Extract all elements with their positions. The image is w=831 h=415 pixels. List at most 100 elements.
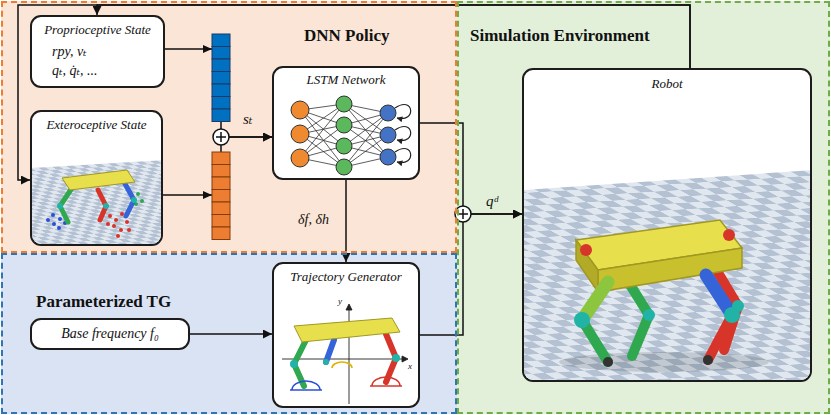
scan-points: [127, 228, 131, 232]
plot-axes: [346, 304, 352, 310]
connector-arrow: [190, 333, 272, 335]
robot-body: [580, 244, 592, 256]
extero-feature-vector: [212, 202, 230, 215]
box-title: Robot: [651, 76, 682, 92]
scan-points: [52, 222, 56, 226]
process-box: Robot: [522, 68, 812, 382]
foot-trajectories: [372, 377, 400, 386]
network-units: [380, 149, 396, 165]
scan-points: [58, 217, 62, 221]
scan-points: [120, 212, 124, 216]
recurrent-loops: [395, 127, 411, 141]
robot-joints: [574, 312, 590, 328]
robot-joints: [392, 354, 400, 362]
proprio-feature-vector: [212, 109, 230, 122]
process-box: LSTM Network: [272, 66, 420, 180]
extero-feature-vector: [212, 152, 230, 165]
extero-feature-vector: [212, 215, 230, 228]
robot-joints: [57, 203, 63, 209]
signal-label: δf, δh: [298, 212, 329, 229]
scan-points: [57, 226, 61, 230]
network-units: [380, 127, 396, 143]
scan-points: [108, 214, 112, 218]
robot-joints: [603, 357, 613, 367]
scan-points: [106, 222, 110, 226]
scan-points: [125, 220, 129, 224]
network-units: [336, 96, 352, 112]
process-box: Base frequency f₀: [30, 318, 190, 350]
region-panel: Parameterized TG Base frequency f₀ Trajec…: [1, 253, 457, 414]
region-title: DNN Policy: [304, 26, 389, 46]
extero-feature-vector: [212, 227, 230, 240]
input-arrowhead: [203, 45, 212, 53]
robot-joints: [103, 203, 109, 209]
sim-region-fill: [457, 1, 830, 414]
recurrent-loops: [395, 105, 411, 163]
network-units: [291, 125, 309, 143]
proprio-feature-vector: [212, 72, 230, 85]
scan-points: [116, 234, 120, 238]
robot-joints: [643, 309, 655, 321]
state-formula: rpy, vₜ: [52, 44, 87, 61]
network-units: [380, 105, 396, 121]
network-units: [291, 96, 396, 175]
robot-joints: [732, 300, 744, 312]
extero-feature-vector: [212, 165, 230, 178]
plot-axes: [402, 356, 408, 362]
scan-points: [140, 199, 144, 203]
signal-label: y: [338, 296, 342, 307]
region-title: Parameterized TG: [36, 292, 171, 312]
robot-body: [62, 170, 135, 190]
terrain-scan-illustration: [32, 112, 163, 246]
network-units: [336, 159, 352, 175]
scan-points: [136, 192, 140, 196]
network-units: [336, 117, 352, 133]
signal-label: x: [408, 361, 412, 372]
connector-arrow: [345, 180, 347, 262]
box-title: LSTM Network: [306, 72, 385, 88]
plot-axes: [282, 359, 406, 360]
network-weights: [300, 104, 388, 167]
policy-region-fill: [1, 1, 457, 253]
plot-axes: [282, 304, 408, 404]
box-title: Trajectory Generator: [290, 269, 402, 285]
network-units: [291, 149, 309, 167]
extero-feature-vector: [212, 152, 230, 240]
sum-symbol: [220, 132, 222, 142]
floor: [32, 160, 163, 246]
robot-legs-near: [582, 275, 732, 362]
region-title: Simulation Environment: [470, 26, 650, 46]
connector-arrow: [97, 5, 690, 68]
robot-joints: [703, 355, 713, 365]
robot-joints: [290, 354, 400, 368]
box-title: Proprioceptive State: [44, 22, 151, 38]
scan-points: [51, 213, 55, 217]
robot-legs: [326, 340, 334, 362]
connector-arrow: [165, 49, 272, 137]
box-title: Exteroceptive State: [46, 117, 146, 133]
foot-trajectories: [332, 362, 352, 368]
robot-joints: [131, 197, 137, 203]
robot-body: [576, 240, 598, 292]
region-panel: Simulation Environment: [457, 1, 830, 414]
network-units: [291, 101, 309, 119]
robot-joints: [57, 197, 137, 209]
scan-points: [46, 218, 50, 222]
floor: [524, 170, 812, 382]
proprio-feature-vector: [212, 84, 230, 97]
robot-body: [294, 318, 400, 342]
process-box: Exteroceptive State: [30, 110, 163, 246]
region-panel: DNN PolicyProprioceptive Staterpy, vₜqₜ,…: [1, 1, 457, 253]
proprio-feature-vector: [212, 47, 230, 60]
shadow: [559, 352, 769, 372]
proprio-feature-vector: [212, 97, 230, 110]
extero-feature-vector: [212, 190, 230, 203]
scan-points: [119, 228, 123, 232]
recurrent-loops: [395, 149, 411, 163]
signal-label: qᵈ: [486, 192, 498, 210]
process-box: Proprioceptive Staterpy, vₜqₜ, q̇ₜ, ...: [30, 15, 165, 88]
foot-trajectories: [290, 389, 322, 391]
connector-arrow: [420, 214, 522, 335]
connector-arrow: [163, 137, 272, 195]
robot-joints: [323, 359, 329, 365]
